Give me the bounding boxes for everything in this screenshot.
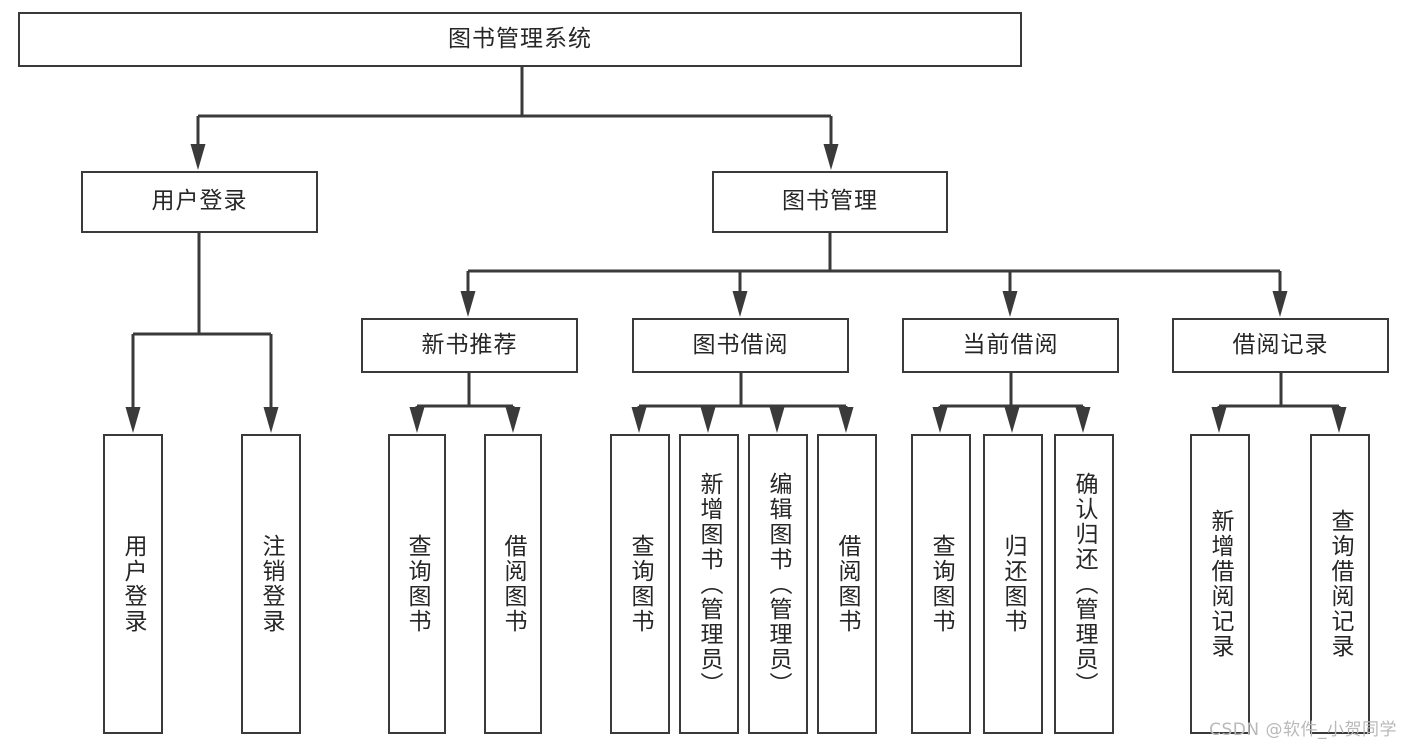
- arrow-leaf-borrow-book-2: [838, 406, 854, 433]
- arrow-to-book-borrow: [732, 271, 748, 317]
- node-current-borrow[interactable]: 当前借阅: [902, 318, 1119, 373]
- node-borrow-record[interactable]: 借阅记录: [1172, 318, 1389, 373]
- node-leaf-return-book[interactable]: 归还图书: [983, 434, 1043, 734]
- node-leaf-query-book-3[interactable]: 查询图书: [911, 434, 971, 734]
- watermark-label: CSDN @软件_小贺同学: [1209, 720, 1397, 740]
- node-book-manage[interactable]: 图书管理: [712, 171, 948, 233]
- node-label: 归还图书: [1000, 534, 1027, 634]
- arrow-to-new-book-rec: [460, 271, 476, 317]
- node-label: 查询图书: [928, 534, 955, 634]
- node-label: 编辑图书（管理员）: [765, 471, 792, 697]
- arrow-leaf-return-book: [1004, 406, 1020, 433]
- node-label: 新增图书（管理员）: [696, 471, 723, 697]
- node-leaf-query-book-2[interactable]: 查询图书: [610, 434, 670, 734]
- arrow-leaf-query-book-2: [631, 406, 647, 433]
- node-label: 借阅图书: [500, 534, 527, 634]
- arrow-leaf-borrow-book-1: [505, 406, 521, 433]
- node-label: 查询借阅记录: [1327, 509, 1354, 659]
- arrow-to-borrow-record: [1272, 271, 1288, 317]
- node-label: 当前借阅: [962, 331, 1059, 358]
- arrow-leaf-query-book-3: [932, 406, 948, 433]
- node-label: 借阅记录: [1232, 331, 1329, 358]
- node-label: 用户登录: [151, 188, 248, 215]
- node-leaf-edit-book[interactable]: 编辑图书（管理员）: [748, 434, 808, 734]
- node-root[interactable]: 图书管理系统: [18, 12, 1022, 67]
- arrow-leaf-add-record: [1211, 406, 1227, 433]
- arrow-leaf-query-record: [1331, 406, 1347, 433]
- node-label: 用户登录: [120, 534, 147, 634]
- node-leaf-query-record[interactable]: 查询借阅记录: [1310, 434, 1370, 734]
- node-leaf-user-login[interactable]: 用户登录: [103, 434, 163, 734]
- node-leaf-borrow-book-1[interactable]: 借阅图书: [484, 434, 542, 734]
- node-leaf-add-record[interactable]: 新增借阅记录: [1190, 434, 1250, 734]
- node-new-book-rec[interactable]: 新书推荐: [361, 318, 578, 373]
- arrow-leaf-user-logout: [263, 334, 279, 433]
- arrow-leaf-user-login: [125, 334, 141, 433]
- arrow-leaf-add-book: [700, 406, 716, 433]
- node-label: 注销登录: [258, 534, 285, 634]
- node-user-login[interactable]: 用户登录: [81, 171, 318, 233]
- node-leaf-borrow-book-2[interactable]: 借阅图书: [817, 434, 877, 734]
- node-label: 图书管理系统: [448, 25, 592, 52]
- node-leaf-add-book[interactable]: 新增图书（管理员）: [679, 434, 739, 734]
- arrow-leaf-edit-book: [769, 406, 785, 433]
- node-leaf-query-book-1[interactable]: 查询图书: [388, 434, 446, 734]
- node-label: 查询图书: [404, 534, 431, 634]
- node-leaf-user-logout[interactable]: 注销登录: [241, 434, 301, 734]
- arrow-to-user-login: [190, 116, 206, 170]
- node-label: 图书借阅: [692, 331, 789, 358]
- node-label: 借阅图书: [834, 534, 861, 634]
- node-label: 查询图书: [627, 534, 654, 634]
- node-label: 新增借阅记录: [1207, 509, 1234, 659]
- node-label: 图书管理: [782, 188, 878, 215]
- arrow-leaf-query-book-1: [409, 406, 425, 433]
- node-leaf-confirm-return[interactable]: 确认归还（管理员）: [1054, 434, 1114, 734]
- node-label: 新书推荐: [421, 331, 518, 358]
- node-label: 确认归还（管理员）: [1071, 471, 1098, 697]
- arrow-to-current-borrow: [1002, 271, 1018, 317]
- node-book-borrow[interactable]: 图书借阅: [632, 318, 849, 373]
- arrow-to-book-manage: [823, 116, 839, 170]
- arrow-leaf-confirm-return: [1075, 406, 1091, 433]
